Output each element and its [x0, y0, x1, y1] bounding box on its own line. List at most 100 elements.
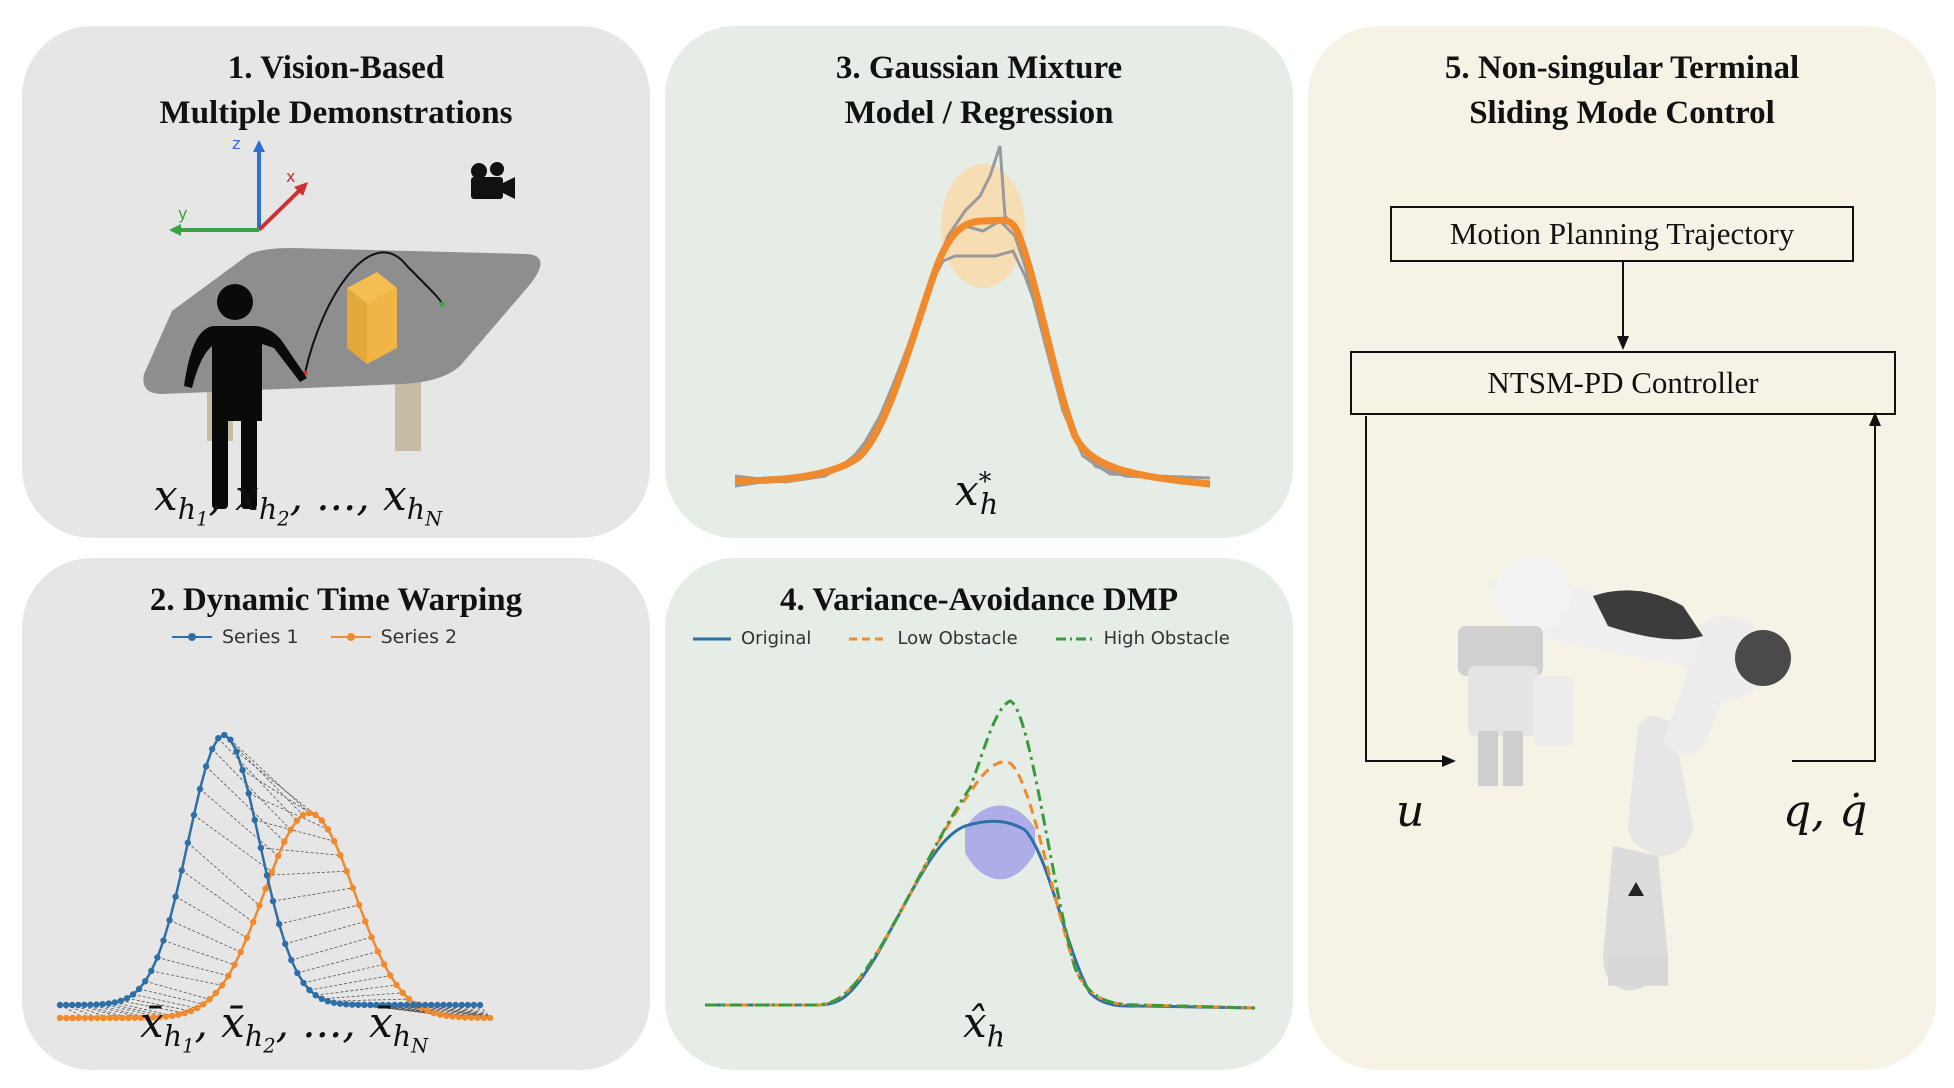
- series-2-point: [87, 1014, 95, 1022]
- warping-line: [473, 1004, 491, 1019]
- series-1-point: [208, 745, 216, 753]
- warping-line: [364, 1004, 447, 1017]
- warping-line: [279, 904, 360, 925]
- panel5-title: 5. Non-singular Terminal Sliding Mode Co…: [1308, 46, 1936, 136]
- series-1-point: [294, 969, 301, 977]
- series-2-point: [243, 934, 251, 941]
- axis-y-label: y: [178, 204, 187, 223]
- warping-line: [139, 988, 204, 1005]
- warping-line: [163, 940, 235, 966]
- warping-line: [272, 887, 353, 902]
- series-1-point: [470, 1001, 478, 1009]
- ntsm-pd-controller-box: NTSM-PD Controller: [1350, 351, 1896, 415]
- dtw-plot: [56, 731, 494, 1022]
- series-1-point: [336, 1000, 344, 1007]
- series-2-point: [75, 1014, 82, 1022]
- warping-line: [181, 870, 254, 923]
- dmp-plot: [705, 699, 1256, 1010]
- warping-line: [157, 957, 229, 977]
- panel1-title-line2: Multiple Demonstrations: [159, 95, 513, 131]
- warping-line: [151, 970, 223, 986]
- series-2-point: [131, 1014, 138, 1022]
- series-2-point: [94, 1014, 101, 1022]
- series-1-point: [263, 872, 271, 879]
- series-1-point: [415, 1001, 423, 1009]
- series-1-point: [129, 991, 137, 998]
- series-1-point: [355, 1001, 362, 1008]
- warping-line: [437, 1004, 491, 1019]
- series-2-point: [405, 995, 413, 1003]
- series-1-point: [99, 1000, 106, 1008]
- panel3-title-line1: 3. Gaussian Mixture: [835, 50, 1123, 86]
- series-1-point: [306, 986, 313, 994]
- panel2-formula: x̄h1, x̄h2, ..., x̄hN: [140, 998, 429, 1059]
- series-2-point: [312, 811, 319, 819]
- camera-icon: [471, 162, 515, 199]
- series-2-point: [200, 1001, 207, 1008]
- warping-line: [236, 751, 316, 816]
- control-loop-diagram: [1365, 262, 1881, 991]
- series-2-point: [81, 1014, 89, 1022]
- warping-line: [285, 921, 366, 945]
- warping-line: [120, 1000, 185, 1014]
- series-2-point: [212, 989, 219, 997]
- warping-line: [242, 769, 322, 821]
- series-2-point: [468, 1014, 475, 1021]
- panel5-title-line2: Sliding Mode Control: [1469, 95, 1775, 131]
- series-1-point: [215, 735, 222, 742]
- series-1-point: [257, 844, 265, 852]
- panel-gaussian-mixture: 3. Gaussian Mixture Model / Regression x…: [665, 26, 1293, 538]
- panel-dynamic-time-warping: 2. Dynamic Time Warping Series 1 Series …: [22, 558, 650, 1070]
- series-1-point: [269, 897, 277, 905]
- demonstration-trajectory: [304, 251, 443, 374]
- panel-variance-avoidance-dmp: 4. Variance-Avoidance DMP Original Low O…: [665, 558, 1293, 1070]
- series-2-point: [274, 852, 282, 860]
- warping-line: [230, 739, 310, 814]
- series-2-point: [137, 1014, 145, 1021]
- series-2-point: [150, 1014, 157, 1021]
- arrow-up-icon: [1869, 412, 1881, 426]
- panel4-title: 4. Variance-Avoidance DMP: [779, 582, 1179, 618]
- series-2-point: [374, 948, 382, 955]
- legend-high-obstacle: High Obstacle: [1103, 628, 1230, 649]
- series-1-point: [452, 1001, 459, 1009]
- series-1-point: [251, 816, 258, 824]
- series-2-point: [225, 972, 232, 980]
- panel1-illustration: z x y: [143, 134, 541, 509]
- series-1-point: [166, 916, 173, 924]
- warping-line: [211, 748, 291, 831]
- warping-line: [248, 793, 329, 830]
- series-1-point: [464, 1001, 472, 1009]
- series-1-point: [190, 811, 198, 819]
- series-2-point: [125, 1014, 132, 1022]
- series-1-point: [81, 1001, 88, 1009]
- series-1-point: [361, 1001, 368, 1009]
- series-2-point: [318, 817, 325, 824]
- series-2-point: [393, 981, 400, 989]
- dmp-high-obstacle-curve: [705, 699, 1256, 1010]
- series-1-point: [446, 1001, 453, 1009]
- series-1-point: [300, 979, 307, 987]
- arrow-right-icon: [1442, 755, 1456, 767]
- series-2-point: [100, 1014, 107, 1022]
- series-2-point: [175, 1011, 182, 1018]
- series-1-point: [458, 1001, 465, 1009]
- series-2-point: [287, 826, 294, 833]
- warping-line: [315, 984, 397, 996]
- series-1-point: [75, 1001, 82, 1009]
- panel3-title: 3. Gaussian Mixture Model / Regression: [665, 46, 1293, 136]
- series-2-point: [380, 961, 388, 968]
- panel2-title: 2. Dynamic Time Warping: [149, 582, 523, 618]
- gmr-plot: [734, 145, 1211, 488]
- series-1-point: [196, 785, 204, 793]
- series-1-point: [318, 995, 325, 1003]
- series-1-point: [172, 893, 179, 900]
- series-1-point: [160, 937, 167, 944]
- series-2-point: [162, 1013, 170, 1020]
- legend-series-2: Series 2: [380, 626, 458, 648]
- series-2-point: [218, 982, 226, 989]
- series-1-point: [56, 1001, 64, 1009]
- series-2-point: [480, 1014, 487, 1022]
- panel3-title-line2: Model / Regression: [844, 95, 1114, 131]
- series-2-point: [231, 961, 238, 968]
